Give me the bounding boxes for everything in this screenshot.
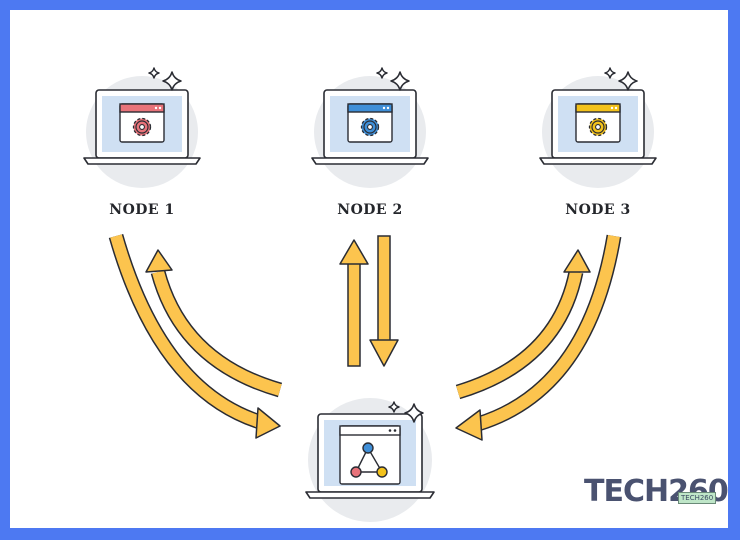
gear-icon [588, 117, 608, 137]
arrow-hub-to-node2 [339, 239, 369, 367]
gear-icon [132, 117, 152, 137]
sparkle-icon [376, 67, 410, 91]
node-2-label: NODE 2 [337, 202, 403, 218]
gear-icon [360, 117, 380, 137]
node-3-laptop [539, 67, 657, 188]
arrow-node3-to-hub [455, 234, 622, 441]
network-graph-icon [350, 442, 388, 478]
arrow-node1-to-hub [108, 233, 281, 439]
node-3-label: NODE 3 [565, 202, 631, 218]
logo-badge: TECH260 [678, 492, 717, 504]
arrow-hub-to-node1 [145, 249, 283, 398]
hub-laptop [305, 398, 435, 522]
network-diagram [83, 67, 657, 522]
arrow-hub-to-node3 [455, 249, 591, 400]
arrow-node2-to-hub [369, 235, 399, 367]
tech260-logo: TECH260 TECH260 [578, 470, 729, 520]
node-2-laptop [311, 67, 429, 188]
diagram-canvas: NODE 1 NODE 2 NODE 3 TECH260 TECH260 [10, 10, 729, 528]
arrows [108, 233, 622, 441]
sparkle-icon [148, 67, 182, 91]
node-1-label: NODE 1 [109, 202, 175, 218]
sparkle-icon [604, 67, 638, 91]
node-1-laptop [83, 67, 201, 188]
sparkle-icon [388, 401, 424, 423]
